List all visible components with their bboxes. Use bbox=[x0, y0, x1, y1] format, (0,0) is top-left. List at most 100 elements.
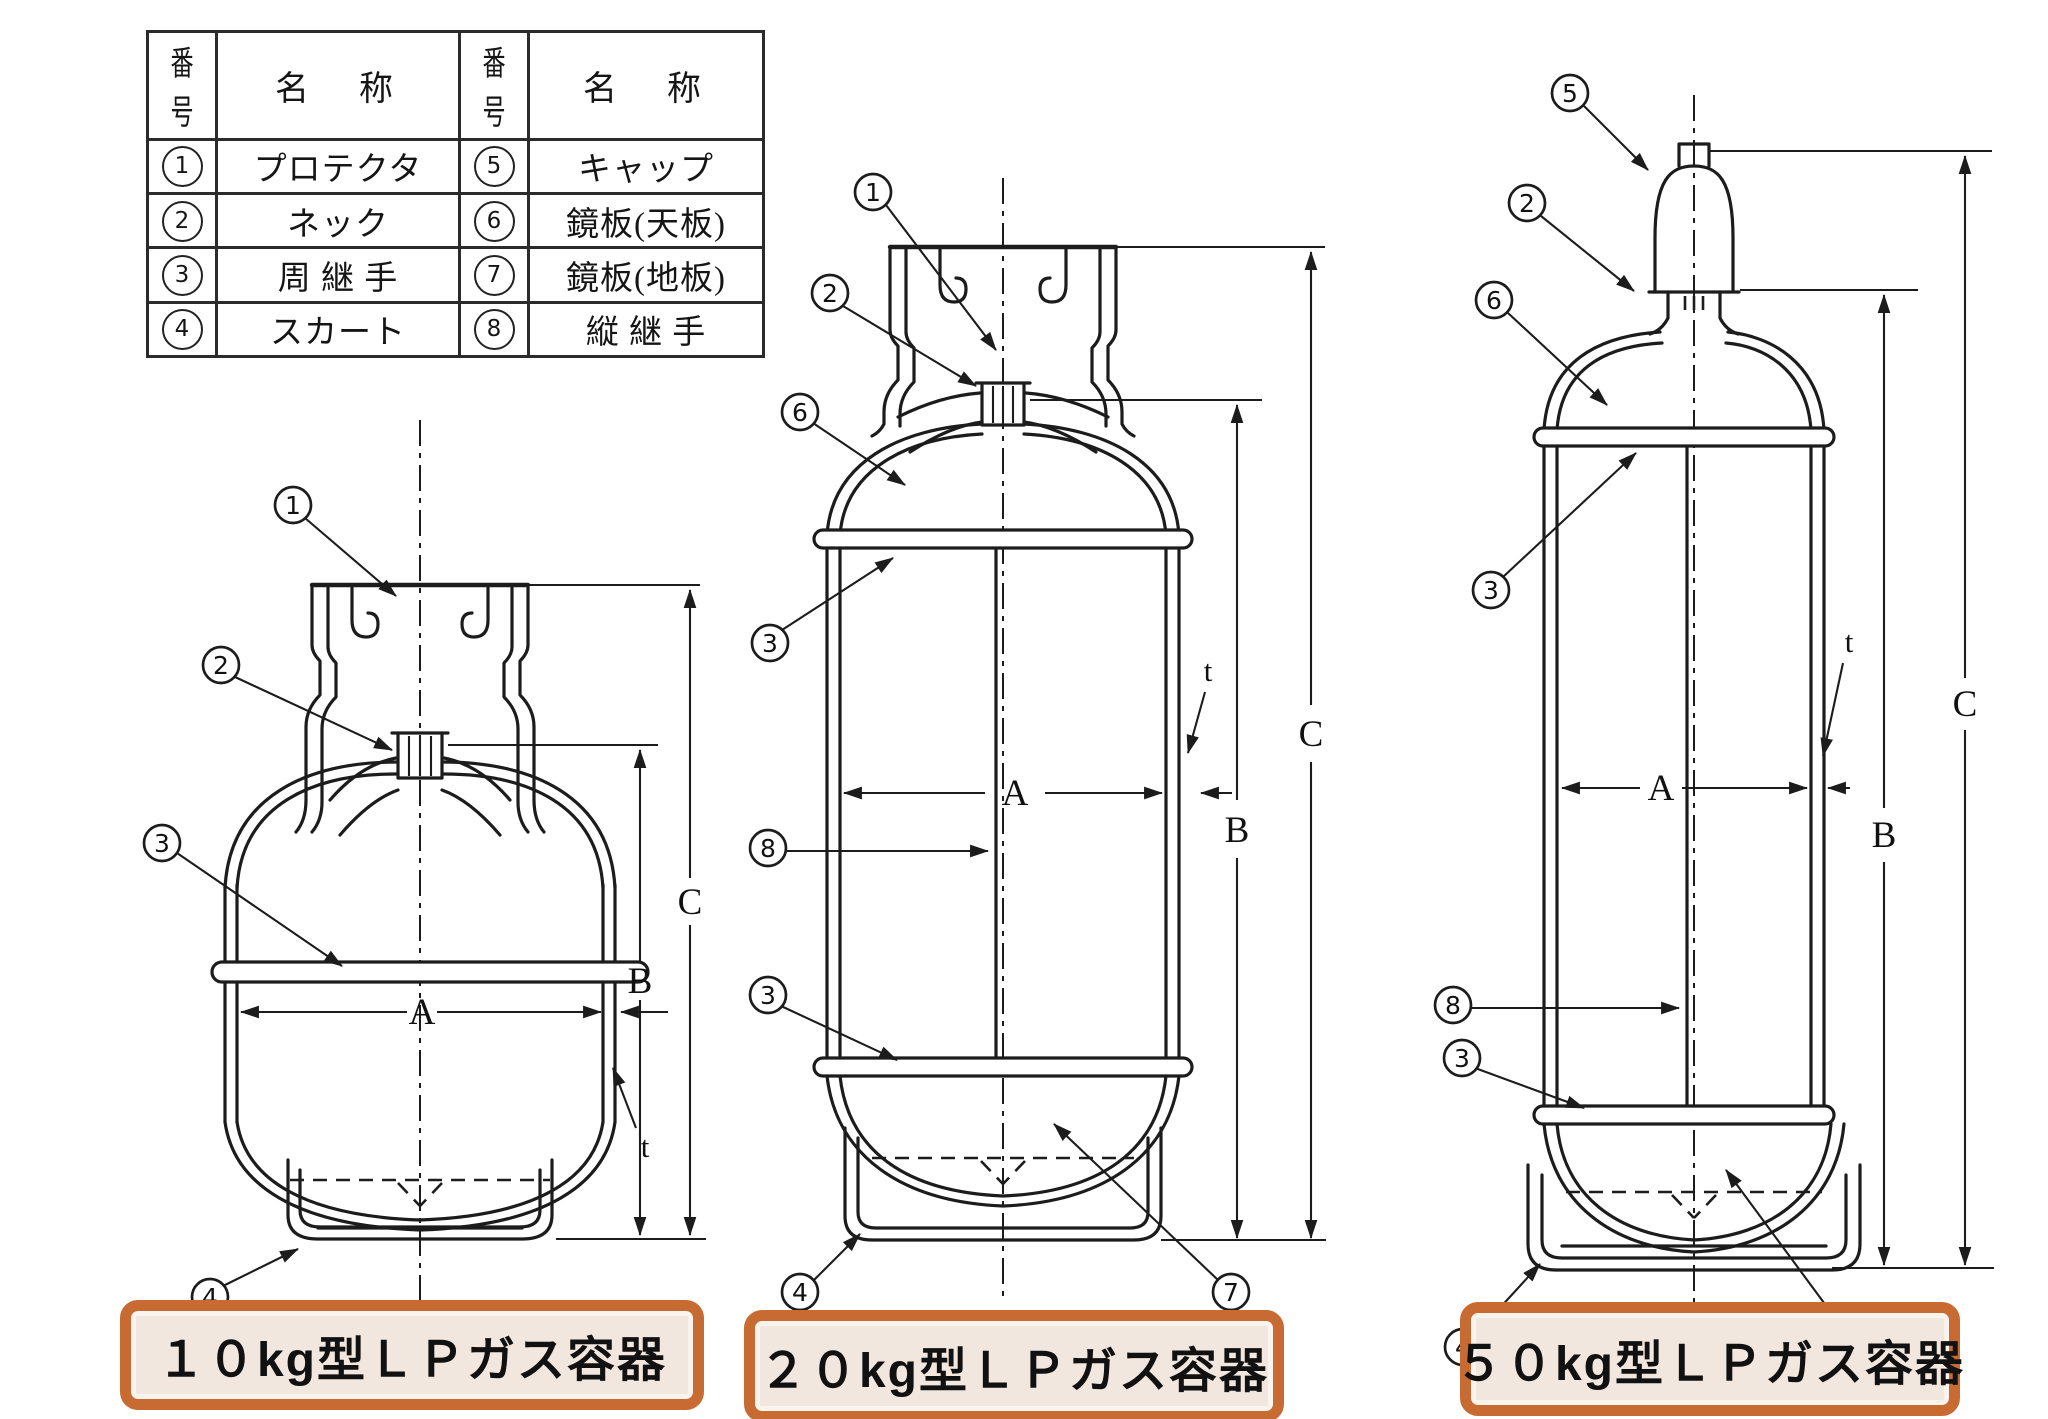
neck-bracket-right bbox=[1022, 391, 1110, 454]
dim-label-B: B bbox=[1225, 810, 1250, 851]
t-leader bbox=[612, 1067, 637, 1129]
neck bbox=[390, 731, 450, 780]
dim-label-t: t bbox=[1204, 653, 1213, 688]
legend-header-row: 番号 名 称 番号 名 称 bbox=[146, 30, 765, 141]
callout-3-lower: 3 bbox=[1454, 1044, 1470, 1073]
dim-label-A: A bbox=[409, 992, 436, 1033]
circled-4: 4 bbox=[161, 309, 203, 351]
leader-5 bbox=[1582, 104, 1649, 171]
top-head-left-inner bbox=[1555, 341, 1664, 432]
callout-8-cell: 8 bbox=[458, 300, 530, 359]
bottom-dashed-v bbox=[397, 1182, 443, 1207]
callout-5-cell: 5 bbox=[458, 137, 530, 195]
part-name-protector: プロテクタ bbox=[215, 137, 461, 195]
leader-6 bbox=[1507, 312, 1608, 406]
part-name-vertical-joint: 縦 継 手 bbox=[527, 300, 765, 359]
callout-circle-1 bbox=[853, 172, 893, 212]
callout-5: 5 bbox=[1562, 79, 1578, 108]
callout-circle-2 bbox=[201, 645, 241, 685]
dim-label-t: t bbox=[1845, 624, 1854, 659]
callout-3-lower: 3 bbox=[760, 981, 776, 1010]
legend-row-4: 4 スカート 8 縦 継 手 bbox=[146, 300, 765, 359]
legend-row-1: 1 プロテクタ 5 キャップ bbox=[146, 137, 765, 195]
protector-right-outer bbox=[1106, 245, 1136, 438]
neck-hatch bbox=[991, 386, 1015, 423]
callout-8: 8 bbox=[1445, 991, 1461, 1020]
callout-circle-3 bbox=[142, 823, 182, 863]
bottom-dome-inner bbox=[235, 1120, 605, 1222]
t-leader bbox=[1186, 691, 1207, 755]
bottom-dome-outer bbox=[223, 1120, 617, 1232]
body-walls bbox=[1542, 426, 1826, 1124]
t-leader bbox=[1820, 662, 1845, 758]
callout-circle-2 bbox=[810, 273, 850, 313]
callout-3-cell: 3 bbox=[146, 246, 218, 304]
cap bbox=[1653, 164, 1735, 294]
circled-1: 1 bbox=[161, 146, 203, 188]
part-name-skirt: スカート bbox=[215, 300, 461, 359]
dim-label-C: C bbox=[1953, 684, 1978, 725]
callout-1-cell: 1 bbox=[146, 137, 218, 195]
callout-7-cell: 7 bbox=[458, 246, 530, 304]
skirt-inner bbox=[856, 1136, 1150, 1230]
callout-circle-8 bbox=[748, 828, 788, 868]
neck-hatch bbox=[407, 736, 433, 776]
leader-3-lower bbox=[1474, 1067, 1585, 1109]
bottom-dome-inner bbox=[838, 1074, 1168, 1198]
shoulder-right-inner bbox=[442, 772, 605, 890]
protector-right-hook bbox=[460, 583, 490, 639]
callout-8: 8 bbox=[760, 834, 776, 863]
leader-2 bbox=[842, 305, 977, 387]
neck-bracket-right bbox=[440, 756, 512, 837]
cylinder-20kg: B C A t 1 2 6 3 8 bbox=[748, 172, 1326, 1312]
dim-label-B: B bbox=[628, 961, 653, 1002]
callout-6: 6 bbox=[1486, 286, 1502, 315]
caption-50kg: ５０kg型ＬＰガス容器 bbox=[1455, 1302, 1963, 1416]
callout-2: 2 bbox=[213, 651, 229, 680]
protector-left-inner bbox=[310, 583, 338, 834]
cylinder-10kg: B C A t 1 2 3 4 bbox=[142, 420, 706, 1317]
callout-4-cell: 4 bbox=[146, 300, 218, 359]
protector-right-inner bbox=[502, 583, 530, 834]
skirt-outer bbox=[1526, 1163, 1862, 1272]
callout-circle-3-lower bbox=[748, 975, 788, 1015]
protector-left-hook bbox=[350, 583, 380, 639]
part-name-circumferential-joint: 周 継 手 bbox=[215, 246, 461, 304]
top-head-left-outer bbox=[825, 422, 984, 537]
protector-right-hook bbox=[1038, 245, 1068, 304]
part-name-bottom-head: 鏡板(地板) bbox=[527, 246, 765, 304]
joint-band-top bbox=[812, 528, 1194, 550]
callout-3-upper: 3 bbox=[1483, 576, 1499, 605]
top-head-right-inner bbox=[1724, 341, 1813, 432]
callout-2: 2 bbox=[822, 279, 838, 308]
caption-20kg: ２０kg型ＬＰガス容器 bbox=[744, 1310, 1284, 1419]
legend-row-2: 2 ネック 6 鏡板(天板) bbox=[146, 191, 765, 250]
dim-label-A: A bbox=[1002, 773, 1029, 814]
callout-4: 4 bbox=[792, 1278, 808, 1307]
bottom-dome-outer bbox=[1542, 1122, 1846, 1254]
callout-circle-1 bbox=[273, 485, 313, 525]
legend-header-no: 番号 bbox=[146, 30, 218, 141]
circled-8: 8 bbox=[473, 309, 515, 351]
leader-3-upper bbox=[1502, 452, 1637, 578]
leader-1 bbox=[885, 204, 997, 351]
protector-left-hook bbox=[938, 245, 968, 304]
caption-10kg: １０kg型ＬＰガス容器 bbox=[120, 1300, 704, 1410]
circled-7: 7 bbox=[473, 254, 515, 296]
protector-left-outer bbox=[870, 245, 900, 438]
joint-band-bottom bbox=[812, 1056, 1194, 1078]
callout-3: 3 bbox=[154, 829, 170, 858]
legend-header-name: 名 称 bbox=[215, 30, 461, 141]
callout-circle-3-upper bbox=[1471, 570, 1511, 610]
circled-3: 3 bbox=[161, 254, 203, 296]
shoulder-left-inner bbox=[235, 772, 398, 890]
part-name-top-head: 鏡板(天板) bbox=[527, 191, 765, 250]
leader-4 bbox=[812, 1233, 861, 1282]
bottom-dashed-v bbox=[1671, 1194, 1717, 1219]
neck bbox=[974, 381, 1032, 427]
callout-6: 6 bbox=[792, 398, 808, 427]
leader-2 bbox=[234, 676, 393, 751]
callout-7: 7 bbox=[1223, 1278, 1239, 1307]
